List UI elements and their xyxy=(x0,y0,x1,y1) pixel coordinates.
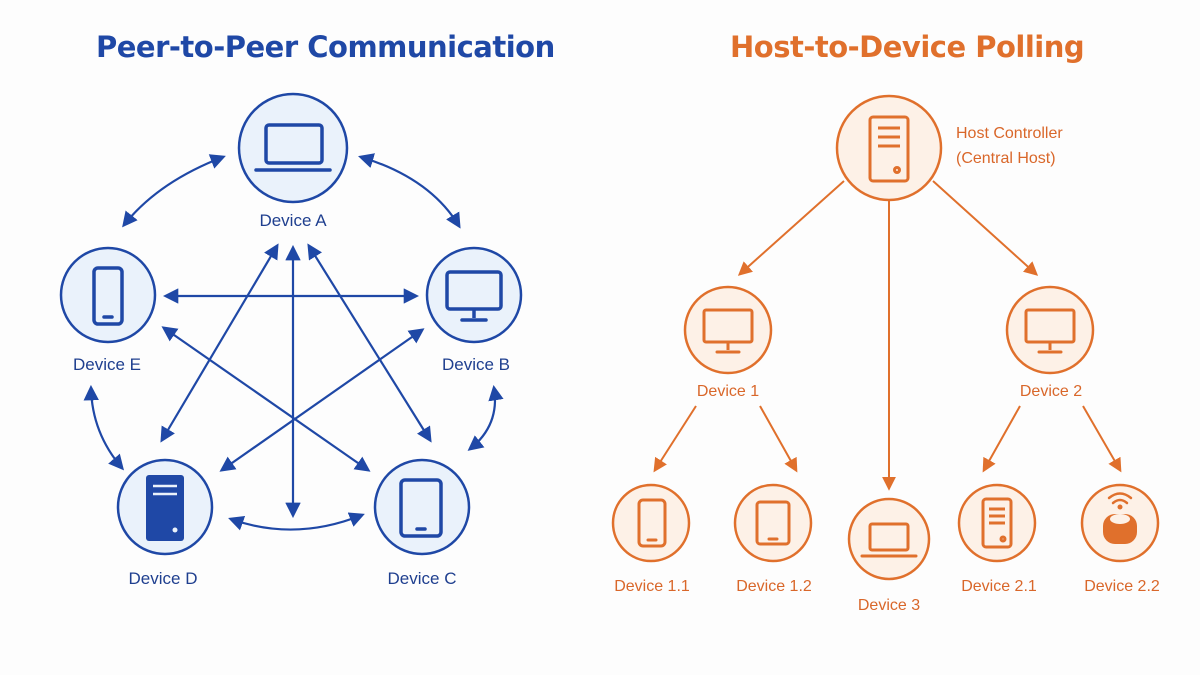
device-1-node: Device 1 xyxy=(683,285,773,400)
link-d-e xyxy=(83,384,125,471)
link-device2-device22 xyxy=(1082,405,1122,473)
tablet-icon xyxy=(755,500,791,546)
device-e-node: Device E xyxy=(59,246,157,374)
device-3-node: Device 3 xyxy=(847,497,931,614)
link-host-device1 xyxy=(737,180,845,276)
device-2-2-node: Device 2.2 xyxy=(1080,483,1160,595)
device-1-1-label: Device 1.1 xyxy=(614,578,690,595)
device-2-2-label: Device 2.2 xyxy=(1084,578,1160,595)
smart-sensor-icon xyxy=(1103,492,1137,544)
p2p-connections xyxy=(83,153,504,531)
device-1-2-label: Device 1.2 xyxy=(736,578,812,595)
device-b-node: Device B xyxy=(425,246,523,374)
smartphone-icon xyxy=(92,266,124,326)
server-tower-icon xyxy=(146,475,184,541)
host-label-line2: (Central Host) xyxy=(956,150,1056,167)
device-b-label: Device B xyxy=(442,355,510,374)
link-device1-device11 xyxy=(653,405,697,473)
link-a-b xyxy=(358,153,461,229)
monitor-icon xyxy=(445,270,503,322)
host-label-line1: Host Controller xyxy=(956,125,1063,142)
link-a-c xyxy=(307,243,432,443)
device-1-2-node: Device 1.2 xyxy=(733,483,813,595)
device-d-label: Device D xyxy=(129,569,198,588)
link-e-c xyxy=(161,326,371,472)
device-1-label: Device 1 xyxy=(697,383,759,400)
host-controller-node: Host Controller (Central Host) xyxy=(835,94,1063,202)
server-tower-icon xyxy=(868,115,910,183)
device-d-node: Device D xyxy=(116,458,214,588)
tablet-icon xyxy=(399,478,443,538)
device-2-node: Device 2 xyxy=(1005,285,1095,400)
laptop-icon xyxy=(254,123,332,172)
device-1-1-node: Device 1.1 xyxy=(611,483,691,595)
device-a-label: Device A xyxy=(259,211,327,230)
device-2-1-label: Device 2.1 xyxy=(961,578,1037,595)
link-device1-device12 xyxy=(759,405,798,473)
device-e-label: Device E xyxy=(73,355,141,374)
link-b-c xyxy=(467,384,504,451)
link-host-device2 xyxy=(932,180,1039,276)
device-3-label: Device 3 xyxy=(858,597,920,614)
device-c-label: Device C xyxy=(388,569,457,588)
link-b-d xyxy=(219,328,425,472)
polling-connections xyxy=(653,180,1122,491)
device-a-node: Device A xyxy=(237,92,349,230)
server-tower-icon xyxy=(981,497,1013,549)
device-c-node: Device C xyxy=(373,458,471,588)
device-2-1-node: Device 2.1 xyxy=(957,483,1037,595)
polling-title: Host-to-Device Polling xyxy=(730,30,1085,64)
link-a-e xyxy=(122,154,226,228)
link-a-d xyxy=(160,243,279,443)
device-2-label: Device 2 xyxy=(1020,383,1082,400)
link-device2-device21 xyxy=(982,405,1021,473)
link-c-d xyxy=(228,512,365,531)
monitor-icon xyxy=(1024,308,1076,354)
monitor-icon xyxy=(702,308,754,354)
peer-to-peer-title: Peer-to-Peer Communication xyxy=(96,30,555,64)
laptop-icon xyxy=(860,522,918,558)
smartphone-icon xyxy=(637,498,667,548)
